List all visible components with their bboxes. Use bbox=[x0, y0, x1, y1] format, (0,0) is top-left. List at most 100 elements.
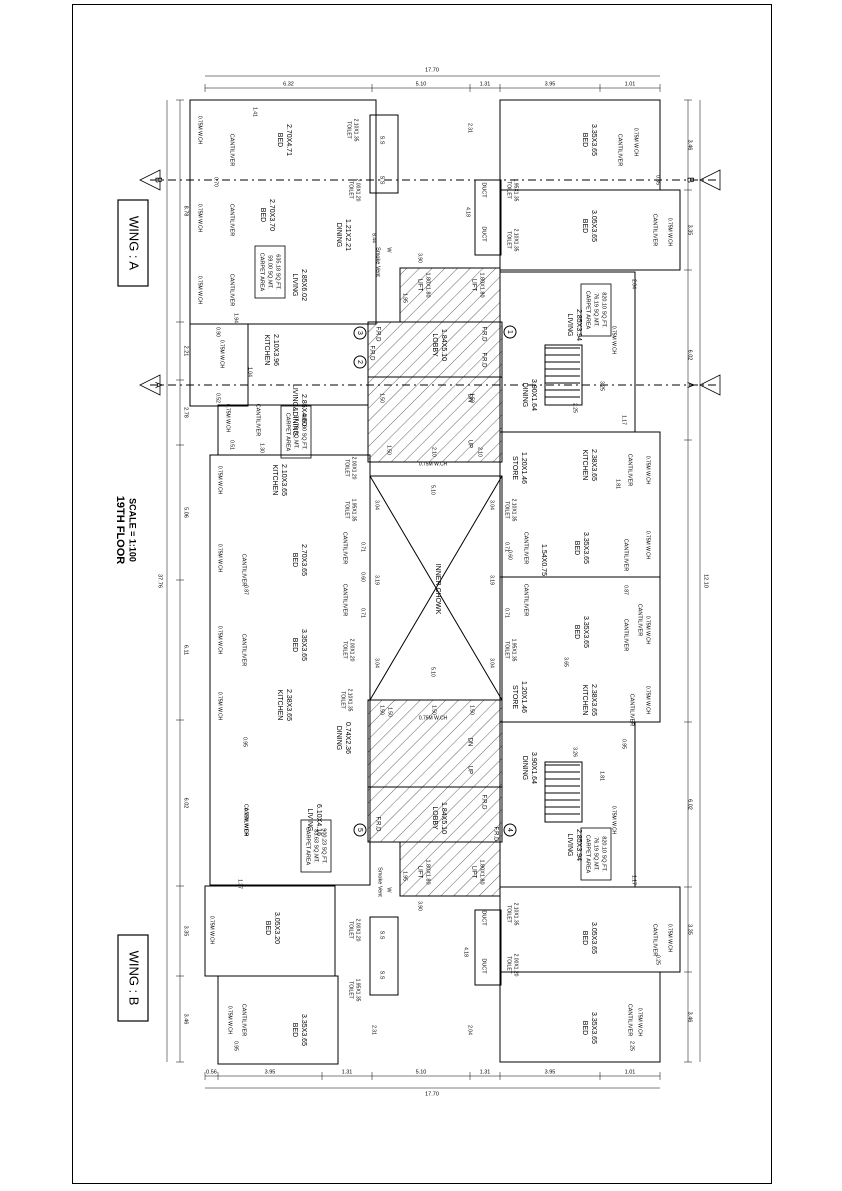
cantilever-label: CANTILIVER bbox=[523, 584, 529, 616]
dim-inner: 0.35 bbox=[655, 175, 661, 185]
dim-left-seg: 2.21 bbox=[183, 346, 189, 357]
dim-bottom-seg: 0.56 bbox=[206, 1069, 217, 1075]
lift-hatch bbox=[399, 267, 501, 323]
room-size: 3.35X3.65 bbox=[582, 532, 589, 564]
dim-inner: 1.50 bbox=[469, 705, 475, 715]
toilet-size: 2.10X1.35 bbox=[353, 119, 359, 142]
room-name: BED bbox=[291, 638, 298, 652]
cantilever-label: CANTILIVER bbox=[229, 134, 235, 166]
wing-a-middle-block bbox=[209, 454, 371, 886]
smoke-vent: Smoke Vent bbox=[377, 867, 383, 897]
cantilever-label: CANTILIVER bbox=[229, 274, 235, 306]
dim-top-seg: 3.95 bbox=[545, 81, 556, 87]
lift-size: 1.80X1.80 bbox=[479, 272, 485, 297]
wing-b-living-2 bbox=[499, 721, 636, 888]
room-name: LIVING bbox=[291, 274, 298, 297]
wch-label: 0.75M W.CH bbox=[197, 276, 203, 305]
dim-inner: 3.19 bbox=[374, 575, 380, 585]
cantilever-label: CANTILIVER bbox=[652, 214, 658, 246]
wch-label: 0.75M W.CH bbox=[645, 686, 651, 715]
dim-inner: 1.81 bbox=[615, 479, 621, 489]
dim-inner: 0.87 bbox=[243, 585, 249, 595]
room-size: 2.70X3.65 bbox=[300, 544, 307, 576]
toilet-size: 2.10X1.35 bbox=[513, 903, 519, 926]
dim-inner: 2.31 bbox=[467, 123, 473, 133]
dim-inner: 1.50 bbox=[469, 393, 475, 403]
dim-left-seg: 3.35 bbox=[183, 926, 189, 937]
section-marker bbox=[139, 374, 161, 396]
section-b-label: B bbox=[154, 177, 164, 183]
frd-label: F.R.D bbox=[374, 817, 380, 833]
dim-top-seg: 1.01 bbox=[625, 81, 636, 87]
carpet-area-title: CARPET AREA bbox=[585, 835, 591, 874]
dim-inner: 1.50 bbox=[379, 393, 385, 403]
dim-right-seg: 3.35 bbox=[687, 225, 693, 236]
flat-number: 5 bbox=[356, 828, 363, 832]
room-name: DINING bbox=[521, 756, 528, 781]
room-name: BED bbox=[581, 1021, 588, 1035]
dim-inner: 3.25 bbox=[599, 381, 605, 391]
toilet-size: 1.95X1.35 bbox=[513, 179, 519, 202]
lift-label: LIFT bbox=[416, 279, 422, 292]
room-name: KITCHEN bbox=[581, 685, 588, 716]
room-size: 6.10X4.16 bbox=[315, 804, 322, 836]
section-marker bbox=[699, 374, 721, 396]
duct-label: DUCT bbox=[481, 182, 487, 198]
carpet-area-sqft: 900.23 SQ.FT. bbox=[321, 828, 327, 864]
room-size: 2.38X3.65 bbox=[590, 449, 597, 481]
ss-label: S.S bbox=[379, 176, 385, 185]
lift-label: LIFT bbox=[470, 279, 476, 292]
flat-number-circle bbox=[503, 325, 517, 339]
wing-b-title: WING : B bbox=[127, 951, 142, 1006]
cantilever-label: CANTILIVER bbox=[229, 204, 235, 236]
toilet-size: 2.00X1.20 bbox=[355, 179, 361, 202]
wing-b-bed-2 bbox=[499, 189, 681, 271]
toilet-size: 2.00X1.20 bbox=[513, 954, 519, 977]
cantilever-label: CANTILIVER bbox=[629, 694, 635, 726]
carpet-area-title: CARPET AREA bbox=[585, 291, 591, 330]
carpet-area-box bbox=[300, 819, 332, 873]
frd-label: F.R.D bbox=[480, 353, 486, 369]
toilet-label: TOILET bbox=[504, 641, 510, 658]
lobby-hatch bbox=[367, 786, 503, 843]
sheet-border bbox=[72, 4, 772, 1184]
dim-inner: 2.04 bbox=[467, 1025, 473, 1035]
dim-inner: 1.30 bbox=[259, 443, 265, 453]
dim-inner: 0.71 bbox=[504, 608, 510, 618]
room-name: LOBBY bbox=[431, 333, 438, 357]
room-size: 1.20X1.46 bbox=[520, 452, 527, 484]
wch-label: 0.75M W.CH bbox=[197, 116, 203, 145]
flat-number-circle bbox=[353, 355, 367, 369]
dim-right-seg: 6.02 bbox=[687, 799, 693, 810]
cantilever-label: CANTILIVER bbox=[342, 584, 348, 616]
lift-size: 1.80X1.80 bbox=[425, 272, 431, 297]
wch-label: 0.75M W.CH bbox=[217, 692, 223, 721]
wch-label: 0.75M W.CH bbox=[217, 466, 223, 495]
dim-bottom-seg: 1.31 bbox=[342, 1069, 353, 1075]
dim-bottom-seg: 1.01 bbox=[625, 1069, 636, 1075]
room-size: 3.90X1.64 bbox=[530, 379, 537, 411]
dim-inner: 1.04 bbox=[247, 367, 253, 377]
cantilever-label: CANTILIVER bbox=[241, 634, 247, 666]
wch-label: 0.75M W.CH bbox=[219, 340, 225, 369]
toilet-size: 1.95X1.35 bbox=[355, 979, 361, 1002]
room-name: BED bbox=[581, 219, 588, 233]
wing-a-kitchen-block bbox=[189, 323, 249, 407]
toilet-label: TOILET bbox=[344, 459, 350, 476]
dim-inner: 0.70 bbox=[213, 177, 219, 187]
room-size: 2.85X3.94 bbox=[575, 829, 582, 861]
dim-inner: 5.10 bbox=[430, 485, 436, 495]
room-name: BED bbox=[291, 553, 298, 567]
w-label: W bbox=[386, 247, 392, 253]
room-size: 1.20X1.46 bbox=[520, 681, 527, 713]
stair-dn: DN bbox=[466, 394, 472, 403]
room-size: 3.35X3.65 bbox=[300, 629, 307, 661]
room-name: KITCHEN bbox=[276, 690, 283, 721]
room-size: 3.35X3.65 bbox=[590, 1012, 597, 1044]
dim-left-seg: 6.11 bbox=[183, 645, 189, 655]
dim-inner: 1.41 bbox=[252, 107, 258, 117]
stair-hatch bbox=[367, 699, 503, 788]
room-size: 3.05X3.20 bbox=[273, 912, 280, 944]
carpet-area-box bbox=[254, 245, 286, 299]
